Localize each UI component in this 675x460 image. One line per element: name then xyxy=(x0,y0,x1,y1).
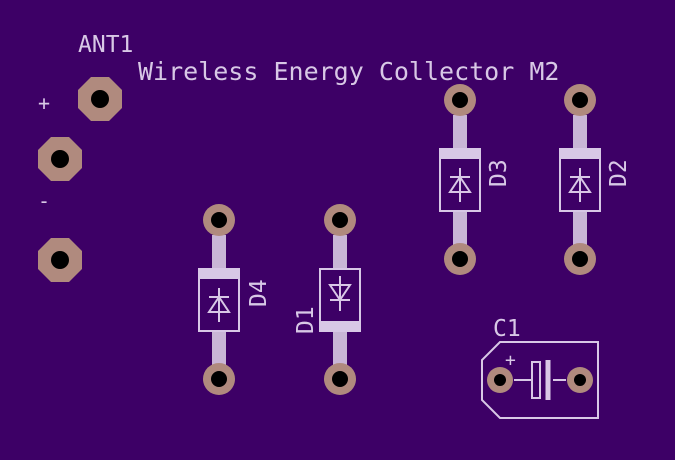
d4-drill-top xyxy=(211,212,227,228)
d4-lead-top xyxy=(212,235,226,269)
d4-symbol-triangle xyxy=(207,295,231,313)
c1-plate-positive xyxy=(531,361,541,399)
diode-d1[interactable]: D1 xyxy=(293,204,361,395)
ant1-plus-label: + xyxy=(38,91,50,115)
d2-lead-top xyxy=(573,115,587,149)
d3-lead-top xyxy=(453,115,467,149)
diode-d3[interactable]: D3 xyxy=(439,84,512,275)
diode-d4[interactable]: D4 xyxy=(198,204,272,395)
ant1-designator: ANT1 xyxy=(78,32,133,58)
d2-drill-bottom xyxy=(572,251,588,267)
d1-cathode-band xyxy=(320,321,360,330)
d1-designator: D1 xyxy=(293,306,319,334)
d3-body-outline xyxy=(439,148,481,212)
d3-symbol-triangle xyxy=(448,175,472,193)
d1-drill-top xyxy=(332,212,348,228)
d2-cathode-band xyxy=(560,150,600,159)
d3-drill-bottom xyxy=(452,251,468,267)
d4-cathode-band xyxy=(199,270,239,279)
ant1-drill-1 xyxy=(91,90,109,108)
ant1-minus-label: - xyxy=(38,189,50,213)
d3-cathode-band xyxy=(440,150,480,159)
ant1-drill-3 xyxy=(51,251,69,269)
d2-designator: D2 xyxy=(606,159,632,187)
c1-outline xyxy=(481,341,599,419)
d1-lead-top xyxy=(333,235,347,269)
d1-drill-bottom xyxy=(332,371,348,387)
d2-lead-bottom xyxy=(573,211,587,245)
d4-designator: D4 xyxy=(246,279,272,307)
c1-polarity-label: + xyxy=(505,350,516,371)
d4-drill-bottom xyxy=(211,371,227,387)
d4-lead-bottom xyxy=(212,331,226,365)
d3-drill-top xyxy=(452,92,468,108)
d3-lead-bottom xyxy=(453,211,467,245)
ant1-connector[interactable]: ANT1 + - xyxy=(38,32,133,282)
d3-designator: D3 xyxy=(486,159,512,187)
capacitor-c1[interactable]: C1 + xyxy=(481,316,599,419)
d1-lead-bottom xyxy=(333,331,347,365)
board-title: Wireless Energy Collector M2 xyxy=(138,57,559,86)
d2-symbol-triangle xyxy=(568,175,592,193)
c1-drill-negative xyxy=(574,374,586,386)
d1-body-outline xyxy=(319,268,361,332)
ant1-drill-2 xyxy=(51,150,69,168)
c1-drill-positive xyxy=(494,374,506,386)
d1-symbol-triangle xyxy=(328,284,352,302)
d2-body-outline xyxy=(559,148,601,212)
diode-d2[interactable]: D2 xyxy=(559,84,632,275)
d4-body-outline xyxy=(198,268,240,332)
d2-drill-top xyxy=(572,92,588,108)
c1-designator: C1 xyxy=(493,316,521,342)
